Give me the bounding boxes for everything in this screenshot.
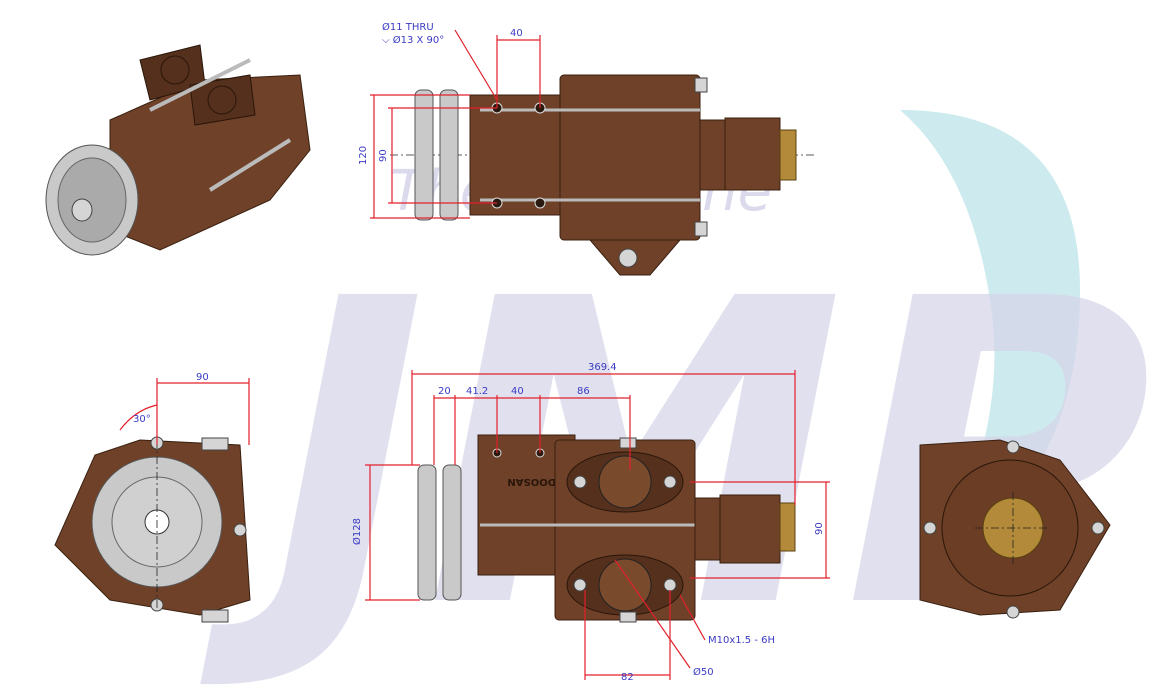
watermark-swoosh xyxy=(900,110,1080,560)
dim-overall-length: 369.4 xyxy=(588,362,617,373)
hole-callout-2: ⌵ Ø13 X 90° xyxy=(382,34,444,46)
dim-hole-height: 90 xyxy=(378,149,389,162)
top-view: 40 120 90 Ø11 THRU ⌵ Ø13 X 90° xyxy=(358,21,815,276)
hole-callout-1: Ø11 THRU xyxy=(382,21,434,33)
dim-angle: 30° xyxy=(133,414,151,425)
dim-port-height: 90 xyxy=(814,522,825,535)
right-side-view xyxy=(919,439,1111,619)
brand-marking: DOOSAN xyxy=(507,476,556,487)
isometric-view xyxy=(45,44,311,256)
dim-side-offset: 90 xyxy=(196,372,209,383)
dim-d2: 41.2 xyxy=(466,386,488,397)
dim-d3: 40 xyxy=(511,386,524,397)
dim-port-offset: 82 xyxy=(621,672,634,683)
dim-d1: 20 xyxy=(438,386,451,397)
dim-d4: 86 xyxy=(577,386,590,397)
dim-hole-spacing: 40 xyxy=(510,28,523,39)
dim-overall-height: 120 xyxy=(358,146,369,165)
port-diameter-callout: Ø50 xyxy=(693,666,714,678)
front-view: DOOSAN 369.4 20 41.2 40 86 Ø128 90 82 M1… xyxy=(351,362,830,683)
dim-pulley-diameter: Ø128 xyxy=(351,518,363,545)
thread-callout: M10x1.5 - 6H xyxy=(708,635,775,646)
left-side-view: 90 30° xyxy=(54,372,251,623)
